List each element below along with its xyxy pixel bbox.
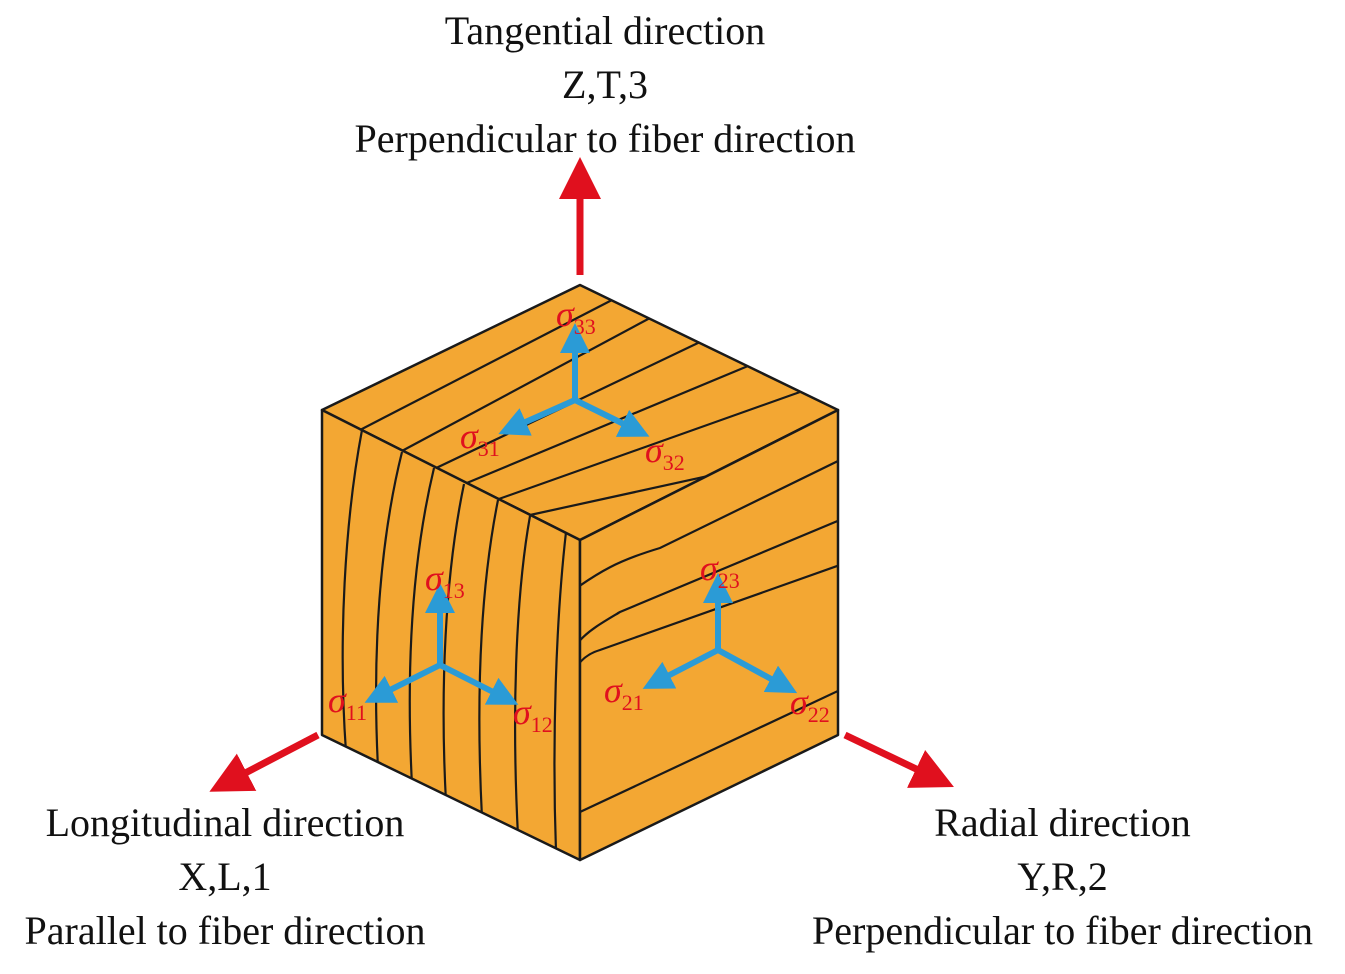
stress-arrows-side [642, 573, 798, 694]
longitudinal-title: Longitudinal direction [45, 800, 405, 845]
stress-label-sigma-21: σ21 [604, 670, 644, 715]
longitudinal-arrow [209, 731, 320, 792]
stress-label-sigma-11: σ11 [328, 680, 367, 725]
stress-arrows-front [364, 583, 519, 705]
radial-axes: Y,R,2 [1017, 854, 1108, 899]
tangential-note: Perpendicular to fiber direction [354, 116, 856, 161]
stress-label-sigma-13: σ13 [425, 558, 465, 603]
stress-label-sigma-32: σ32 [645, 430, 685, 475]
stress-label-sigma-23: σ23 [700, 548, 740, 593]
stress-label-sigma-12: σ12 [513, 692, 553, 737]
stress-label-sigma-22: σ22 [790, 682, 830, 727]
longitudinal-note: Parallel to fiber direction [24, 908, 426, 953]
longitudinal-caption: Longitudinal direction X,L,1 Parallel to… [0, 796, 450, 958]
tangential-title: Tangential direction [444, 8, 766, 53]
stress-label-sigma-31: σ31 [460, 416, 500, 461]
wood-cube [320, 283, 840, 862]
radial-note: Perpendicular to fiber direction [812, 908, 1313, 953]
radial-arrow [843, 731, 954, 788]
tangential-axes: Z,T,3 [562, 62, 648, 107]
stress-arrows-top [498, 323, 650, 437]
stress-label-sigma-33: σ33 [556, 294, 596, 339]
cube-side-face [578, 408, 840, 862]
tangential-caption: Tangential direction Z,T,3 Perpendicular… [300, 4, 910, 166]
stress-labels: σ33 σ31 σ32 σ13 σ11 σ12 σ23 σ21 σ22 [328, 294, 830, 737]
radial-caption: Radial direction Y,R,2 Perpendicular to … [780, 796, 1345, 958]
longitudinal-axes: X,L,1 [178, 854, 272, 899]
growth-rings-side [580, 459, 838, 813]
direction-arrows [209, 157, 954, 792]
radial-title: Radial direction [934, 800, 1191, 845]
growth-rings-front [341, 429, 568, 853]
